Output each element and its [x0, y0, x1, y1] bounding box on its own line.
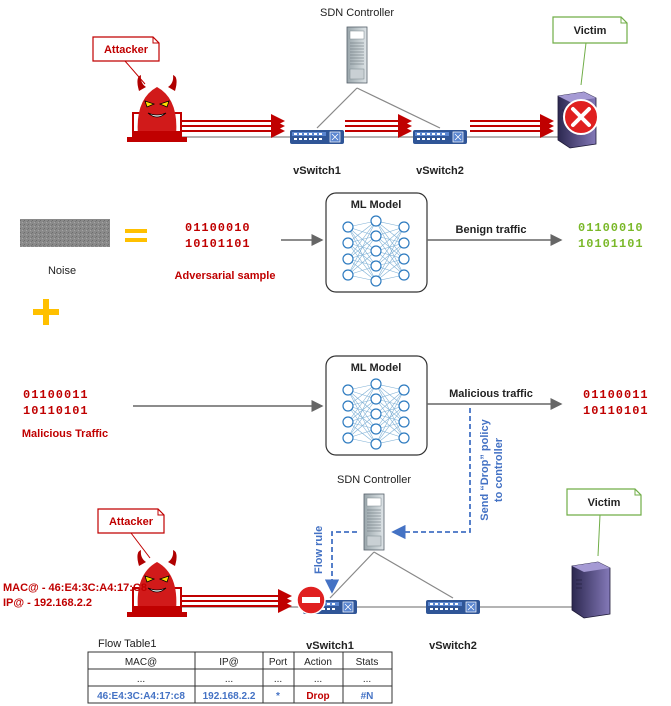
drop-policy-label: Send “Drop” policy to controller	[479, 418, 505, 520]
adv-bits-line-1: 01100010	[185, 221, 251, 235]
adversarial-section: Noise 01100010 10101101 Adversarial samp…	[20, 192, 644, 325]
bottom-ctrl-link-2	[373, 551, 454, 599]
blocked-traffic-arrows	[178, 589, 292, 613]
ml-model-box-2	[325, 355, 428, 456]
out-bits-line-2: 10110101	[583, 404, 649, 418]
malicious-output-label: Malicious traffic	[449, 388, 533, 400]
flow-table-cell-mac: 46:E4:3C:A4:17:c8	[97, 691, 185, 702]
flow-table-header-port: Port	[269, 657, 288, 668]
svg-text:to controller: to controller	[493, 437, 505, 502]
top-attacker-callout: Attacker	[92, 36, 160, 62]
flow-table-cell-ip: 192.168.2.2	[203, 691, 256, 702]
noise-label: Noise	[48, 265, 76, 277]
top-ctrl-link-2	[356, 87, 441, 129]
flow-table-header-action: Action	[304, 657, 332, 668]
flow-table-cell-action: Drop	[306, 691, 329, 702]
benign-traffic-label: Benign traffic	[456, 224, 527, 236]
top-vswitch2-label: vSwitch2	[416, 165, 464, 177]
flow-table-dots-port: ...	[274, 674, 282, 685]
bottom-vswitch2-label: vSwitch2	[429, 640, 477, 652]
top-controller-label: SDN Controller	[320, 7, 394, 19]
bottom-victim-server-icon	[571, 561, 611, 619]
malicious-section: 01100011 10110101 Malicious Traffic ML M…	[22, 355, 649, 540]
bottom-attacker-callout: Attacker	[97, 508, 165, 534]
attacker-mac-label: MAC@ - 46:E4:3C:A4:17:C8	[3, 582, 147, 594]
bottom-network: SDN Controller Flow rule Attacker MAC@ -…	[3, 474, 642, 652]
svg-text:Send “Drop” policy: Send “Drop” policy	[479, 418, 491, 520]
flow-rule-label: Flow rule	[313, 526, 325, 574]
bottom-controller-label: SDN Controller	[337, 474, 411, 486]
top-victim-label: Victim	[574, 25, 607, 37]
bottom-attacker-callout-pointer	[130, 532, 151, 559]
bottom-vswitch2-icon	[425, 599, 481, 615]
noise-image	[20, 219, 110, 247]
flow-table-cell-port: *	[276, 691, 280, 702]
top-attacker-label: Attacker	[104, 44, 149, 56]
flow-table-header-mac: MAC@	[125, 657, 157, 668]
top-attacker-callout-pointer	[124, 60, 146, 85]
bottom-victim-callout: Victim	[566, 488, 642, 516]
flow-table-dots-ip: ...	[225, 674, 233, 685]
top-network: SDN Controller Attacker vSwitch1 vSwitch…	[92, 7, 628, 177]
bottom-controller-server-icon	[363, 493, 385, 551]
mal-bits-line-1: 01100011	[23, 388, 89, 402]
out-bits-line-1: 01100011	[583, 388, 649, 402]
flow-table-title: Flow Table1	[98, 638, 157, 650]
bottom-attacker-label: Attacker	[109, 516, 154, 528]
attacker-ip-label: IP@ - 192.168.2.2	[3, 597, 92, 609]
top-victim-callout-pointer	[580, 42, 587, 86]
ml-model-label-2: ML Model	[351, 362, 402, 374]
bottom-ctrl-link-1	[329, 551, 375, 599]
benign-bits-line-2: 10101101	[578, 237, 644, 251]
top-vswitch2-icon	[412, 129, 468, 145]
top-victim-callout: Victim	[552, 16, 628, 44]
drop-policy-arrow	[391, 408, 471, 540]
plus-icon	[33, 299, 59, 325]
mal-traffic-label: Malicious Traffic	[22, 428, 108, 440]
ml-model-label-1: ML Model	[351, 199, 402, 211]
ml-model-box-1	[325, 192, 428, 293]
bottom-victim-label: Victim	[588, 497, 621, 509]
flow-table-dots-action: ...	[314, 674, 322, 685]
top-controller-server-icon	[346, 26, 368, 84]
bottom-vswitch1-label: vSwitch1	[306, 640, 354, 652]
flow-table-dots-stats: ...	[363, 674, 371, 685]
adv-bits-line-2: 10101101	[185, 237, 251, 251]
drop-stop-icon	[296, 585, 326, 615]
benign-bits-line-1: 01100010	[578, 221, 644, 235]
flow-rule-arrow	[324, 531, 357, 594]
top-vswitch1-label: vSwitch1	[293, 165, 341, 177]
bottom-victim-callout-pointer	[597, 514, 601, 557]
attack-traffic-arrows	[178, 114, 554, 138]
equals-icon	[125, 229, 147, 242]
flow-table-header-ip: IP@	[219, 657, 239, 668]
flow-table-cell-stats: #N	[361, 691, 374, 702]
top-victim-x-icon	[563, 99, 599, 135]
flow-table: Flow Table1 MAC@ IP@ Port Action Stats .…	[87, 638, 393, 704]
mal-bits-line-2: 10110101	[23, 404, 89, 418]
top-attacker-icon	[126, 74, 188, 143]
top-ctrl-link-1	[316, 87, 358, 129]
top-vswitch1-icon	[289, 129, 345, 145]
adv-sample-label: Adversarial sample	[175, 270, 276, 282]
flow-table-dots-mac: ...	[137, 674, 145, 685]
flow-table-header-stats: Stats	[356, 657, 379, 668]
